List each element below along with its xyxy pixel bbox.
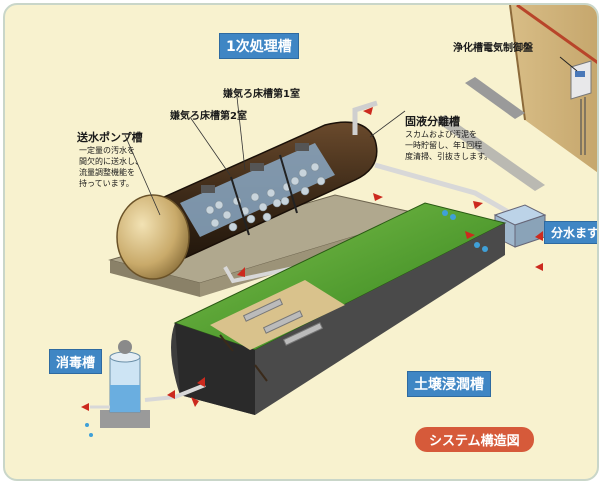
separator-tank-label: 固液分離槽 [405,115,460,128]
tank-end-cap [116,194,190,280]
primary-tank-label: 1次処理槽 [219,33,299,59]
transfer-pipe [374,162,512,216]
disinfection-tank-icon [85,340,150,437]
control-panel-label: 浄化槽電気制御盤 [453,43,533,54]
anaerobic-room1-label: 嫌気ろ床槽第1室 [223,89,300,100]
system-illustration [81,5,597,437]
system-title-badge: システム構造図 [415,427,534,452]
distribution-box-label: 分水ます [544,221,597,244]
diagram-frame: 1次処理槽 浄化槽電気制御盤 嫌気ろ床槽第1室 嫌気ろ床槽第2室 送水ポンプ槽 … [3,3,599,481]
anaerobic-room2-label: 嫌気ろ床槽第2室 [170,111,247,122]
separator-tank-description: スカムおよび汚泥を 一時貯留し、年1回程 度清掃、引抜きします。 [405,130,493,161]
disinfection-tank-label: 消毒槽 [49,349,103,374]
flow-arrows [81,107,543,411]
primary-tank [116,100,378,280]
pump-tank-description: 一定量の汚水を 間欠的に送水し、 流量調整機能を 持っています。 [79,146,143,188]
pump-tank-label: 送水ポンプ槽 [77,131,143,144]
soil-tank-label: 土壌浸潤槽 [407,371,491,397]
